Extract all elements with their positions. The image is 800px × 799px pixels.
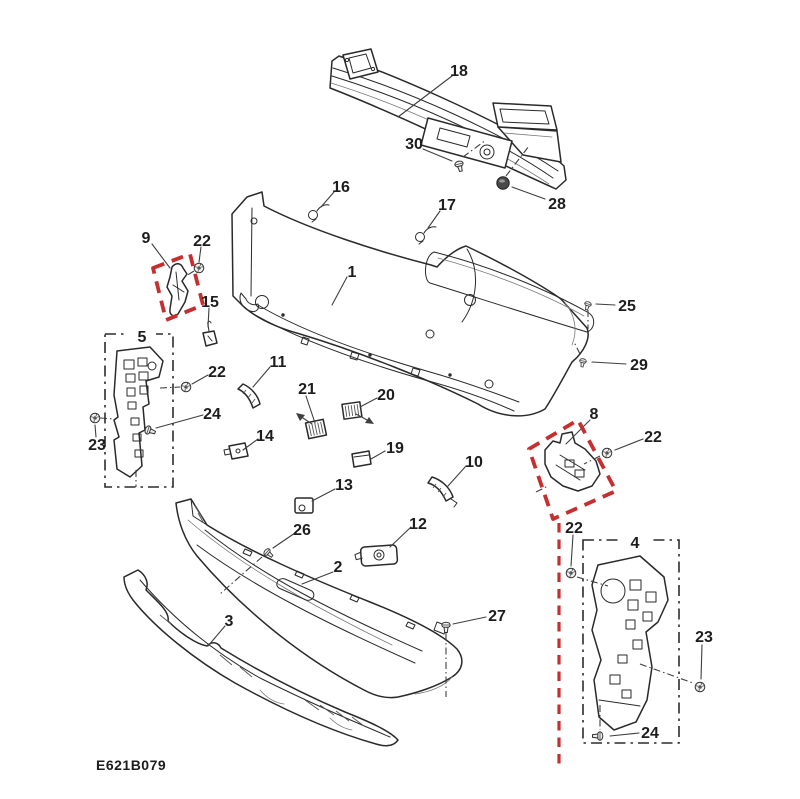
part-12-sensor-bracket xyxy=(354,544,399,567)
callout-24-a: 24 xyxy=(203,406,221,423)
callout-29: 29 xyxy=(630,357,648,374)
part-18-impact-bar xyxy=(329,48,567,190)
callout-24-b: 24 xyxy=(641,725,659,742)
callout-1: 1 xyxy=(348,264,357,281)
callout-19: 19 xyxy=(386,440,404,457)
part-9-bracket xyxy=(166,263,195,317)
left-mount-plate xyxy=(342,48,379,80)
part-21-retainer xyxy=(304,418,328,440)
nut-23-a xyxy=(89,412,101,424)
callout-16: 16 xyxy=(332,179,350,196)
callout-14: 14 xyxy=(256,428,274,445)
callout-22-d: 22 xyxy=(565,520,583,537)
callout-22-b: 22 xyxy=(208,364,226,381)
callout-30: 30 xyxy=(405,136,423,153)
part-1-bumper-cover xyxy=(231,191,595,417)
highlight-box-9 xyxy=(151,252,205,322)
callout-5: 5 xyxy=(138,329,147,346)
callout-3: 3 xyxy=(225,613,234,630)
part-19-clip xyxy=(351,450,372,468)
part-2-lower-valence xyxy=(175,498,463,699)
screw-24-a xyxy=(143,424,157,438)
arrow-21 xyxy=(296,413,313,425)
callout-12: 12 xyxy=(409,516,427,533)
screw-30 xyxy=(453,159,466,173)
part-11-clip xyxy=(237,383,261,409)
part-8-bracket xyxy=(535,431,601,493)
nut-22-d xyxy=(565,567,577,579)
grommet-28 xyxy=(496,176,510,190)
callout-15: 15 xyxy=(201,294,219,311)
callout-10: 10 xyxy=(465,454,483,471)
callout-labels: 18 30 28 16 17 9 22 15 1 25 29 5 22 11 2… xyxy=(88,63,713,742)
callout-27: 27 xyxy=(488,608,506,625)
arrow-20 xyxy=(355,413,374,424)
license-pocket xyxy=(425,251,595,333)
callout-9: 9 xyxy=(142,230,151,247)
label-chip-5 xyxy=(128,328,156,345)
part-3-skid-strip xyxy=(123,569,399,747)
callout-26: 26 xyxy=(293,522,311,539)
screw-27 xyxy=(441,621,451,633)
part-13-clip xyxy=(294,497,314,514)
callout-13: 13 xyxy=(335,477,353,494)
screw-24-b xyxy=(592,731,604,741)
part-14-clip xyxy=(223,442,249,460)
right-mount-plate xyxy=(492,102,558,131)
callout-23-b: 23 xyxy=(695,629,713,646)
callout-2: 2 xyxy=(334,559,343,576)
callout-4: 4 xyxy=(631,535,640,552)
callout-20: 20 xyxy=(377,387,395,404)
highlight-box-8 xyxy=(527,418,618,521)
nut-22-c xyxy=(601,447,613,459)
callout-11: 11 xyxy=(270,354,287,371)
tow-bracket-detail xyxy=(420,117,513,169)
label-chip-4 xyxy=(621,533,649,550)
part-10-clip xyxy=(427,476,458,508)
diagram-code: E621B079 xyxy=(96,757,166,773)
callout-25: 25 xyxy=(618,298,636,315)
callout-21: 21 xyxy=(298,381,316,398)
callout-17: 17 xyxy=(438,197,456,214)
callout-22-a: 22 xyxy=(193,233,211,250)
part-17-hook xyxy=(415,226,437,245)
callout-28: 28 xyxy=(548,196,566,213)
part-4-side-bracket xyxy=(576,555,694,731)
callout-22-c: 22 xyxy=(644,429,662,446)
screw-29 xyxy=(578,357,588,368)
part-16-hook xyxy=(308,204,330,223)
part-5-side-bracket xyxy=(99,346,181,487)
part-15-clip xyxy=(202,320,218,347)
callout-23-a: 23 xyxy=(88,437,106,454)
nut-23-b xyxy=(694,681,706,693)
nut-22-b xyxy=(180,381,192,393)
screw-25 xyxy=(582,300,593,312)
part-20-retainer xyxy=(341,401,363,420)
nut-22-a xyxy=(193,262,205,274)
callout-18: 18 xyxy=(450,63,468,80)
callout-8: 8 xyxy=(590,406,599,423)
leader-lines xyxy=(94,75,703,737)
